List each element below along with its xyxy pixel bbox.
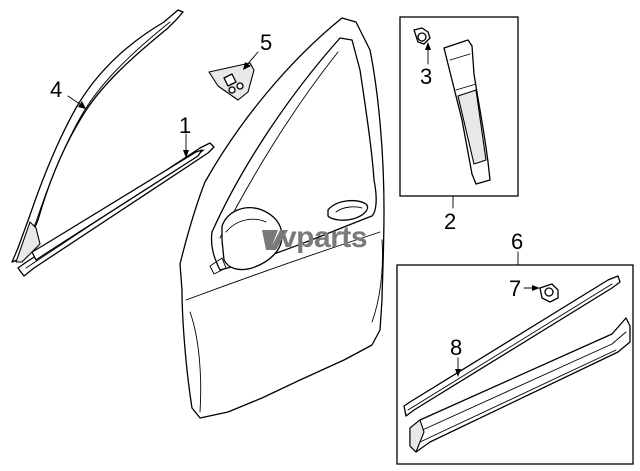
part-2-group-box [399, 16, 519, 197]
arrow-7 [532, 285, 540, 291]
arrow-3 [425, 42, 431, 50]
part-6-rocker-molding[interactable] [409, 317, 631, 453]
leader-5 [245, 51, 259, 67]
arrow-4 [78, 101, 86, 109]
part-5-mirror-corner-trim[interactable] [208, 62, 255, 101]
callout-8: 8 [450, 335, 462, 360]
part-1-belt-molding[interactable] [17, 142, 215, 277]
vparts-watermark: vparts [262, 221, 368, 254]
part-4-window-frame-molding[interactable] [11, 9, 184, 263]
callout-4: 4 [50, 77, 62, 102]
arrow-5 [243, 62, 251, 70]
callout-7: 7 [509, 276, 521, 301]
watermark-text: vparts [280, 221, 367, 254]
front-door-shell [179, 17, 385, 419]
callout-2: 2 [444, 209, 456, 234]
callout-5: 5 [260, 30, 272, 55]
part-8-door-molding-strip[interactable] [403, 275, 621, 417]
callout-3: 3 [420, 64, 432, 89]
callout-1: 1 [179, 113, 191, 138]
part-7-clip[interactable] [539, 283, 559, 303]
part-3-clip[interactable] [413, 27, 431, 45]
arrow-1 [183, 150, 189, 158]
callout-6: 6 [511, 229, 523, 254]
part-2-pillar-trim[interactable] [443, 39, 491, 185]
vparts-logo-mark [262, 230, 288, 250]
part-6-group-box [396, 264, 634, 465]
arrow-8 [455, 369, 461, 377]
